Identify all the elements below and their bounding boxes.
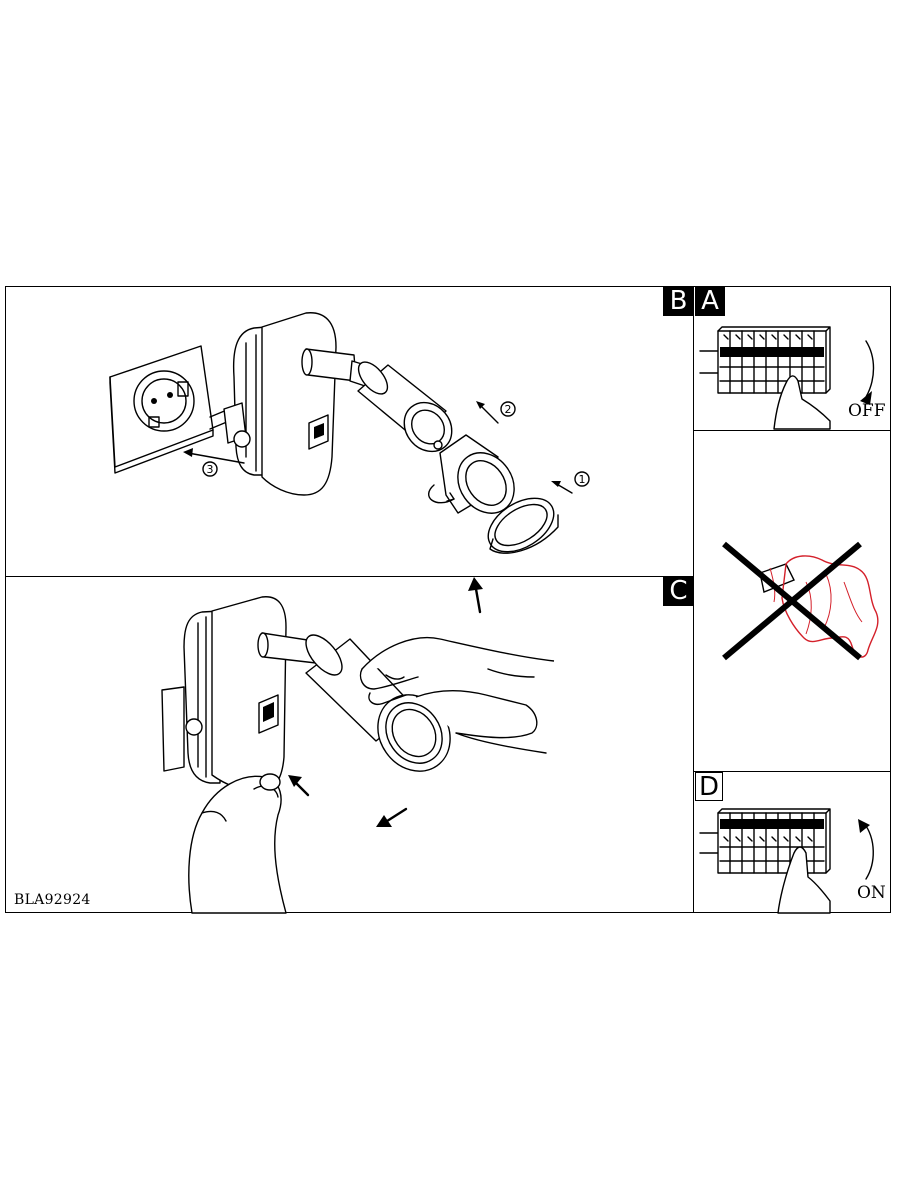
cloth-icon xyxy=(759,555,879,658)
finger-icon xyxy=(777,846,831,914)
wall-plate-icon xyxy=(161,686,185,772)
rotate-ccw-arrow xyxy=(863,822,874,880)
wall-socket-icon xyxy=(109,345,214,474)
step-arrows: 1 2 3 xyxy=(183,401,590,494)
prohibited-cross-icon xyxy=(722,541,862,661)
instruction-sheet: B A C D xyxy=(5,286,891,914)
left-hand-icon xyxy=(188,773,287,914)
panel-d-badge: D xyxy=(695,772,723,802)
step-1-number: 1 xyxy=(579,473,586,486)
motion-arrows xyxy=(288,577,483,827)
on-label: ON xyxy=(857,883,886,903)
document-code: BLA92924 xyxy=(14,892,91,908)
step-3-marker xyxy=(202,461,218,477)
right-hand-icon xyxy=(359,637,555,754)
spot-head-icon xyxy=(305,634,451,772)
bulb-icon xyxy=(428,434,515,514)
step-2-marker xyxy=(500,401,516,417)
glass-ring-icon xyxy=(487,497,559,554)
panel-a-illustration xyxy=(699,326,875,430)
step-3-number: 3 xyxy=(207,463,214,476)
plug-housing-icon xyxy=(183,596,287,792)
divider-right-bottom xyxy=(694,771,890,772)
spot-head-icon xyxy=(357,361,453,453)
finger-icon xyxy=(773,375,831,430)
panel-b-badge: B xyxy=(663,287,694,316)
step-2-number: 2 xyxy=(505,403,512,416)
divider-left xyxy=(6,576,693,577)
panel-c-illustration xyxy=(161,577,555,914)
panel-c-badge: C xyxy=(663,577,694,606)
divider-right-top xyxy=(694,430,890,431)
panel-a-badge: A xyxy=(695,287,725,316)
panel-b-illustration: 1 2 3 xyxy=(109,312,590,554)
off-label: OFF xyxy=(848,401,886,421)
breaker-panel-icon xyxy=(699,808,831,874)
breaker-panel-icon xyxy=(699,326,831,394)
plug-housing-icon xyxy=(209,312,337,496)
panel-d-illustration xyxy=(699,808,874,914)
warning-illustration xyxy=(722,541,879,661)
step-1-marker xyxy=(574,471,590,487)
rotate-cw-arrow xyxy=(865,340,875,398)
